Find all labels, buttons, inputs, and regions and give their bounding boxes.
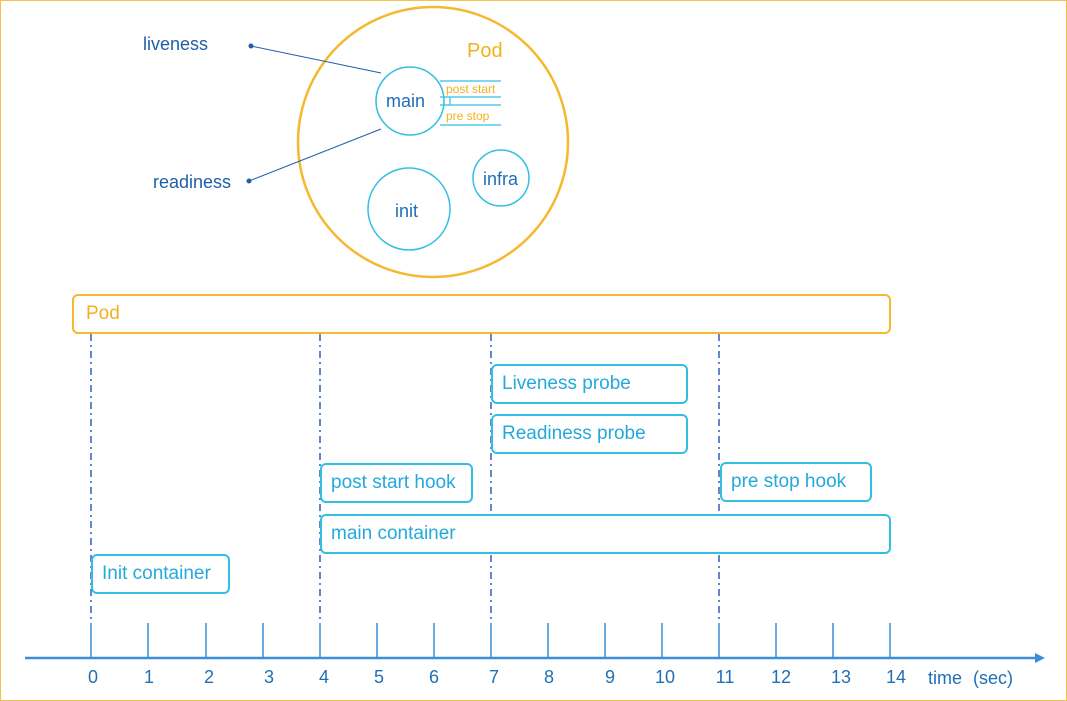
tick-label: 14 [885,667,907,687]
tick-label: 8 [543,667,554,687]
liveness-dot [248,43,254,49]
main-circle-label: main [386,91,426,111]
liveness-probe-bar: Liveness probe [491,364,688,404]
init-circle-label: init [395,201,419,221]
pod-bar: Pod [72,294,891,334]
main-circle [375,66,445,136]
infra-circle-label: infra [483,169,519,189]
liveness-label: liveness [143,34,209,54]
tick-label: 5 [373,667,384,687]
infra-circle [472,149,530,207]
tick-label: 1 [143,667,154,687]
tick-label: 12 [770,667,792,687]
probe-lines [248,45,382,182]
init-container-bar: Init container [91,554,230,594]
pod-circle-label: Pod [467,40,503,62]
tick-label: 7 [488,667,499,687]
tick-label: 0 [87,667,98,687]
tick-label: 9 [604,667,615,687]
readiness-dot [246,178,252,184]
tick-label: 4 [318,667,329,687]
pod-circle [296,5,570,279]
main-container-bar: main container [320,514,891,554]
post-start-label: post start [446,82,496,96]
pre-stop-hook-bar: pre stop hook [720,462,872,502]
post-start-hook-bar: post start hook [320,463,473,503]
readiness-label: readiness [153,172,232,192]
tick-label: 3 [263,667,274,687]
time-axis [25,623,1045,663]
hook-lines [440,80,501,126]
tick-label: 11 [715,667,735,687]
tick-label: 13 [830,667,852,687]
init-circle [367,167,451,251]
tick-label: 10 [654,667,676,687]
axis-label: time (sec) [928,668,1014,688]
tick-label: 2 [203,667,214,687]
readiness-probe-bar: Readiness probe [491,414,688,454]
pre-stop-label: pre stop [446,109,490,123]
tick-label: 6 [428,667,439,687]
